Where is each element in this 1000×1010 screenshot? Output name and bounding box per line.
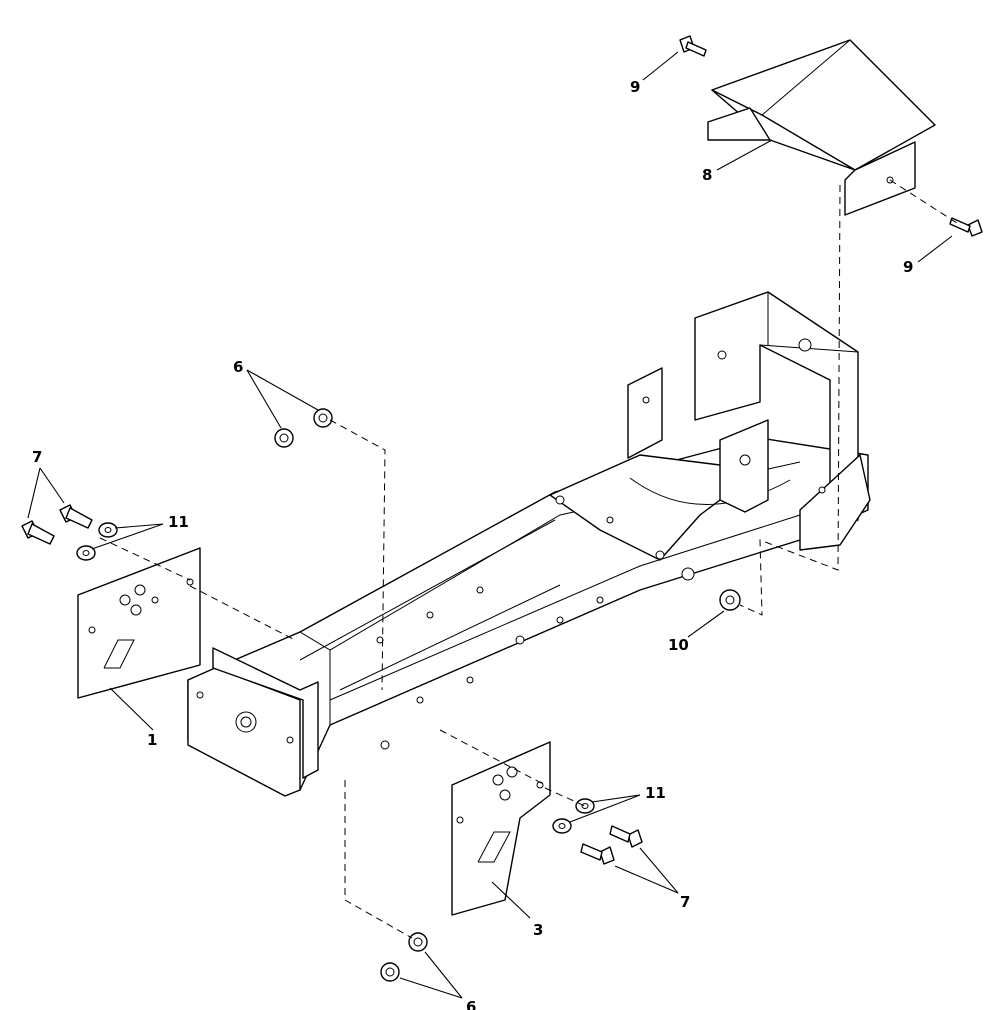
callout-10: 10	[668, 636, 689, 654]
part-3-plate	[451, 741, 551, 916]
hardware-bolts	[21, 35, 983, 865]
part-8-cover	[707, 39, 936, 216]
part-1-plate	[77, 547, 201, 699]
main-frame	[187, 291, 871, 797]
callout-3: 3	[533, 921, 543, 939]
callout-6-top: 6	[233, 358, 243, 376]
assembly-dashed-lines	[99, 179, 961, 939]
callout-6-bottom: 6	[466, 998, 476, 1010]
callout-11-left: 11	[168, 513, 189, 531]
callout-7-left: 7	[32, 448, 42, 466]
leader-lines	[27, 51, 953, 999]
callout-1: 1	[147, 731, 157, 749]
hardware-nuts-washers	[76, 408, 741, 982]
callout-7-right: 7	[680, 893, 690, 911]
callout-8: 8	[702, 166, 712, 184]
callout-11-right: 11	[645, 784, 666, 802]
callout-9-top: 9	[630, 78, 640, 96]
callout-labels: 9 8 9 6 7 11 10 1 11 7 3 6	[32, 78, 913, 1010]
callout-9-right: 9	[903, 258, 913, 276]
